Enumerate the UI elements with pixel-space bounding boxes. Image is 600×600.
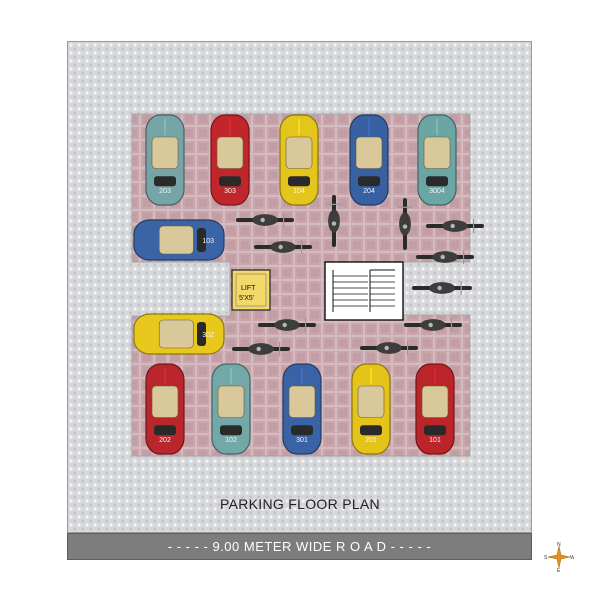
car-104-label: 104: [293, 188, 305, 195]
car-202[interactable]: 202: [145, 363, 185, 455]
car-303[interactable]: 303: [210, 114, 250, 206]
road-strip: - - - - - 9.00 METER WIDE R O A D - - - …: [67, 533, 532, 560]
plan-title: PARKING FLOOR PLAN: [220, 496, 380, 512]
motorbike[interactable]: [426, 219, 484, 233]
motorbike[interactable]: [232, 342, 290, 356]
car-201[interactable]: 201: [351, 363, 391, 455]
motorbike[interactable]: [236, 213, 294, 227]
car-303-label: 303: [224, 188, 236, 195]
car-101-label: 101: [429, 437, 441, 444]
car-302-label: 302: [202, 332, 214, 339]
car-203-label: 203: [159, 188, 171, 195]
car-302[interactable]: 302: [133, 313, 225, 355]
car-204[interactable]: 204: [349, 114, 389, 206]
cars-layer: 203 303 104 204 3004 103 302 202 102 301 201 101: [133, 114, 457, 455]
motorbike[interactable]: [258, 318, 316, 332]
car-102-label: 102: [225, 437, 237, 444]
car-103[interactable]: 103: [133, 219, 225, 261]
road-label: - - - - - 9.00 METER WIDE R O A D - - - …: [167, 539, 432, 554]
motorbike[interactable]: [254, 240, 312, 254]
car-301[interactable]: 301: [282, 363, 322, 455]
compass-s: S: [544, 555, 548, 561]
lift[interactable]: LIFT 5'X5': [231, 269, 271, 311]
lift-label: LIFT: [241, 285, 256, 292]
compass-e: E: [557, 568, 561, 572]
motorbike[interactable]: [416, 250, 474, 264]
car-104[interactable]: 104: [279, 114, 319, 206]
lift-size: 5'X5': [239, 295, 254, 302]
car-101[interactable]: 101: [415, 363, 455, 455]
car-3004[interactable]: 3004: [417, 114, 457, 206]
car-301-label: 301: [296, 437, 308, 444]
car-203[interactable]: 203: [145, 114, 185, 206]
motorbike[interactable]: [404, 318, 462, 332]
car-3004-label: 3004: [429, 188, 445, 195]
motorbike[interactable]: [398, 198, 412, 250]
motorbikes-layer: [232, 195, 484, 356]
car-204-label: 204: [363, 188, 375, 195]
staircase: [324, 261, 404, 321]
compass-w: W: [570, 555, 574, 561]
compass-n: N: [557, 542, 561, 548]
car-102[interactable]: 102: [211, 363, 251, 455]
compass-rose-icon: N E S W: [544, 542, 574, 572]
motorbike[interactable]: [360, 341, 418, 355]
car-201-label: 201: [365, 437, 377, 444]
motorbike[interactable]: [327, 195, 341, 247]
motorbike[interactable]: [412, 281, 472, 295]
car-103-label: 103: [202, 238, 214, 245]
car-202-label: 202: [159, 437, 171, 444]
